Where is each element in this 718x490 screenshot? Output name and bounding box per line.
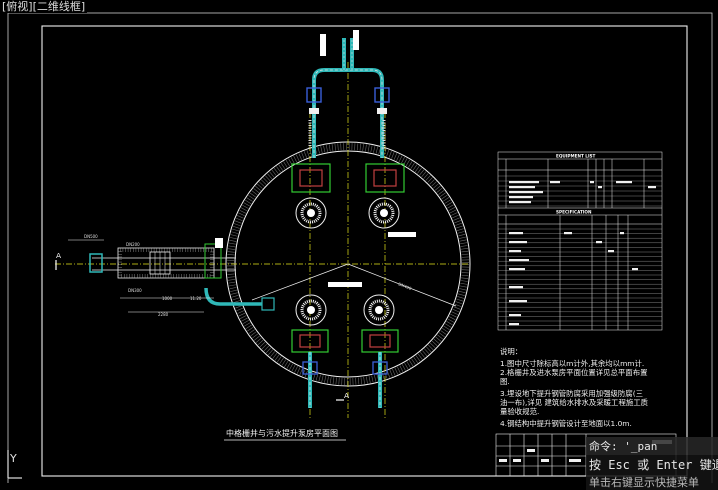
lower-pumps — [291, 329, 399, 353]
section-mark-left: A — [55, 251, 61, 270]
center-lines — [55, 62, 470, 418]
radius-label: DN400 — [398, 281, 413, 291]
plan-title: 中格栅井与污水提升泵房平面图 — [226, 428, 338, 438]
table-cell-text-mark — [509, 196, 533, 199]
note-line: 1.图中尺寸除标高以m计外,其余均以mm计. — [500, 359, 644, 368]
equipment-list-cell-marks — [509, 181, 656, 326]
table-cell-text-mark — [509, 186, 535, 189]
command-history-line: 命令: '_pan — [586, 437, 718, 455]
table-cell-text-mark — [598, 186, 602, 189]
svg-text:A: A — [56, 251, 61, 260]
dim-2280: 2280 — [158, 312, 169, 317]
command-hint-line: 单击右键显示快捷菜单 — [586, 474, 718, 490]
table-cell-text-mark — [564, 232, 572, 235]
inlet-dimensions — [68, 239, 214, 313]
note-line: 油一布),详见 建筑给水排水及采暖工程施工质 — [500, 398, 649, 407]
note-line: 量验收规范. — [500, 407, 539, 416]
equipment-list-table — [497, 151, 663, 331]
note-line: 图. — [500, 377, 510, 386]
upper-impellers — [295, 197, 416, 237]
viewport-label[interactable]: [俯视][二维线框] — [0, 0, 88, 13]
notes-heading: 说明： — [500, 347, 522, 356]
table-cell-text-mark — [509, 241, 527, 244]
table-cell-text-mark — [632, 268, 638, 271]
svg-text:A: A — [344, 391, 349, 400]
table-cell-text-mark — [550, 181, 560, 184]
top-riser-pipes — [312, 30, 384, 158]
table-cell-text-mark — [590, 181, 594, 184]
table-cell-text-mark — [509, 191, 543, 194]
table-cell-text-mark — [509, 286, 523, 289]
table-cell-text-mark — [616, 181, 632, 184]
specification-title: SPECIFICATION — [556, 210, 592, 215]
outer-frame — [7, 12, 713, 483]
table-cell-text-mark — [509, 201, 531, 204]
dim-1000: 1000 — [162, 296, 173, 301]
table-cell-text-mark — [509, 259, 529, 262]
table-cell-text-mark — [648, 186, 656, 189]
note-line: 4.钢结构中提升钢管设计至地面以1.0m. — [500, 419, 632, 428]
ucs-axis-icon: Y — [7, 450, 22, 479]
design-notes: 说明： 1.图中尺寸除标高以m计外,其余均以mm计. 2.格栅井及进水泵房平面位… — [500, 347, 649, 428]
radius-dimension — [251, 263, 457, 307]
table-cell-text-mark — [620, 232, 624, 235]
dim-level: 11.20 — [190, 296, 202, 301]
table-cell-text-mark — [509, 232, 523, 235]
svg-text:Y: Y — [9, 452, 17, 465]
table-cell-text-mark — [509, 250, 521, 253]
lower-impellers — [295, 282, 395, 326]
table-cell-text-mark — [509, 323, 519, 326]
dim-inlet-dn2: DN200 — [126, 242, 140, 247]
specification-rows — [498, 228, 662, 326]
note-line: 3.埋设地下提升钢管防腐采用加强级防腐(三 — [500, 389, 643, 398]
inlet-pipe — [89, 238, 275, 311]
dim-inlet-dn: DN500 — [84, 234, 98, 239]
command-line-panel[interactable]: 命令: '_pan 按 Esc 或 Enter 键退 单击右键显示快捷菜单 — [586, 437, 718, 490]
dim-inlet-dn3: DN300 — [128, 288, 142, 293]
table-cell-text-mark — [608, 250, 614, 253]
command-prompt-line[interactable]: 按 Esc 或 Enter 键退 — [586, 455, 718, 474]
inner-frame — [41, 25, 688, 477]
upper-pumps — [291, 163, 405, 193]
table-cell-text-mark — [509, 181, 539, 184]
table-cell-text-mark — [509, 300, 527, 303]
table-cell-text-mark — [509, 314, 521, 317]
note-line: 2.格栅井及进水泵房平面位置详见总平面布置 — [500, 368, 647, 377]
lower-risers — [302, 352, 388, 408]
table-cell-text-mark — [596, 241, 602, 244]
equipment-list-title: EQUIPMENT LIST — [556, 154, 596, 159]
valve-group-top — [306, 87, 390, 150]
section-mark-bottom: A — [336, 391, 349, 401]
table-cell-text-mark — [509, 268, 525, 271]
